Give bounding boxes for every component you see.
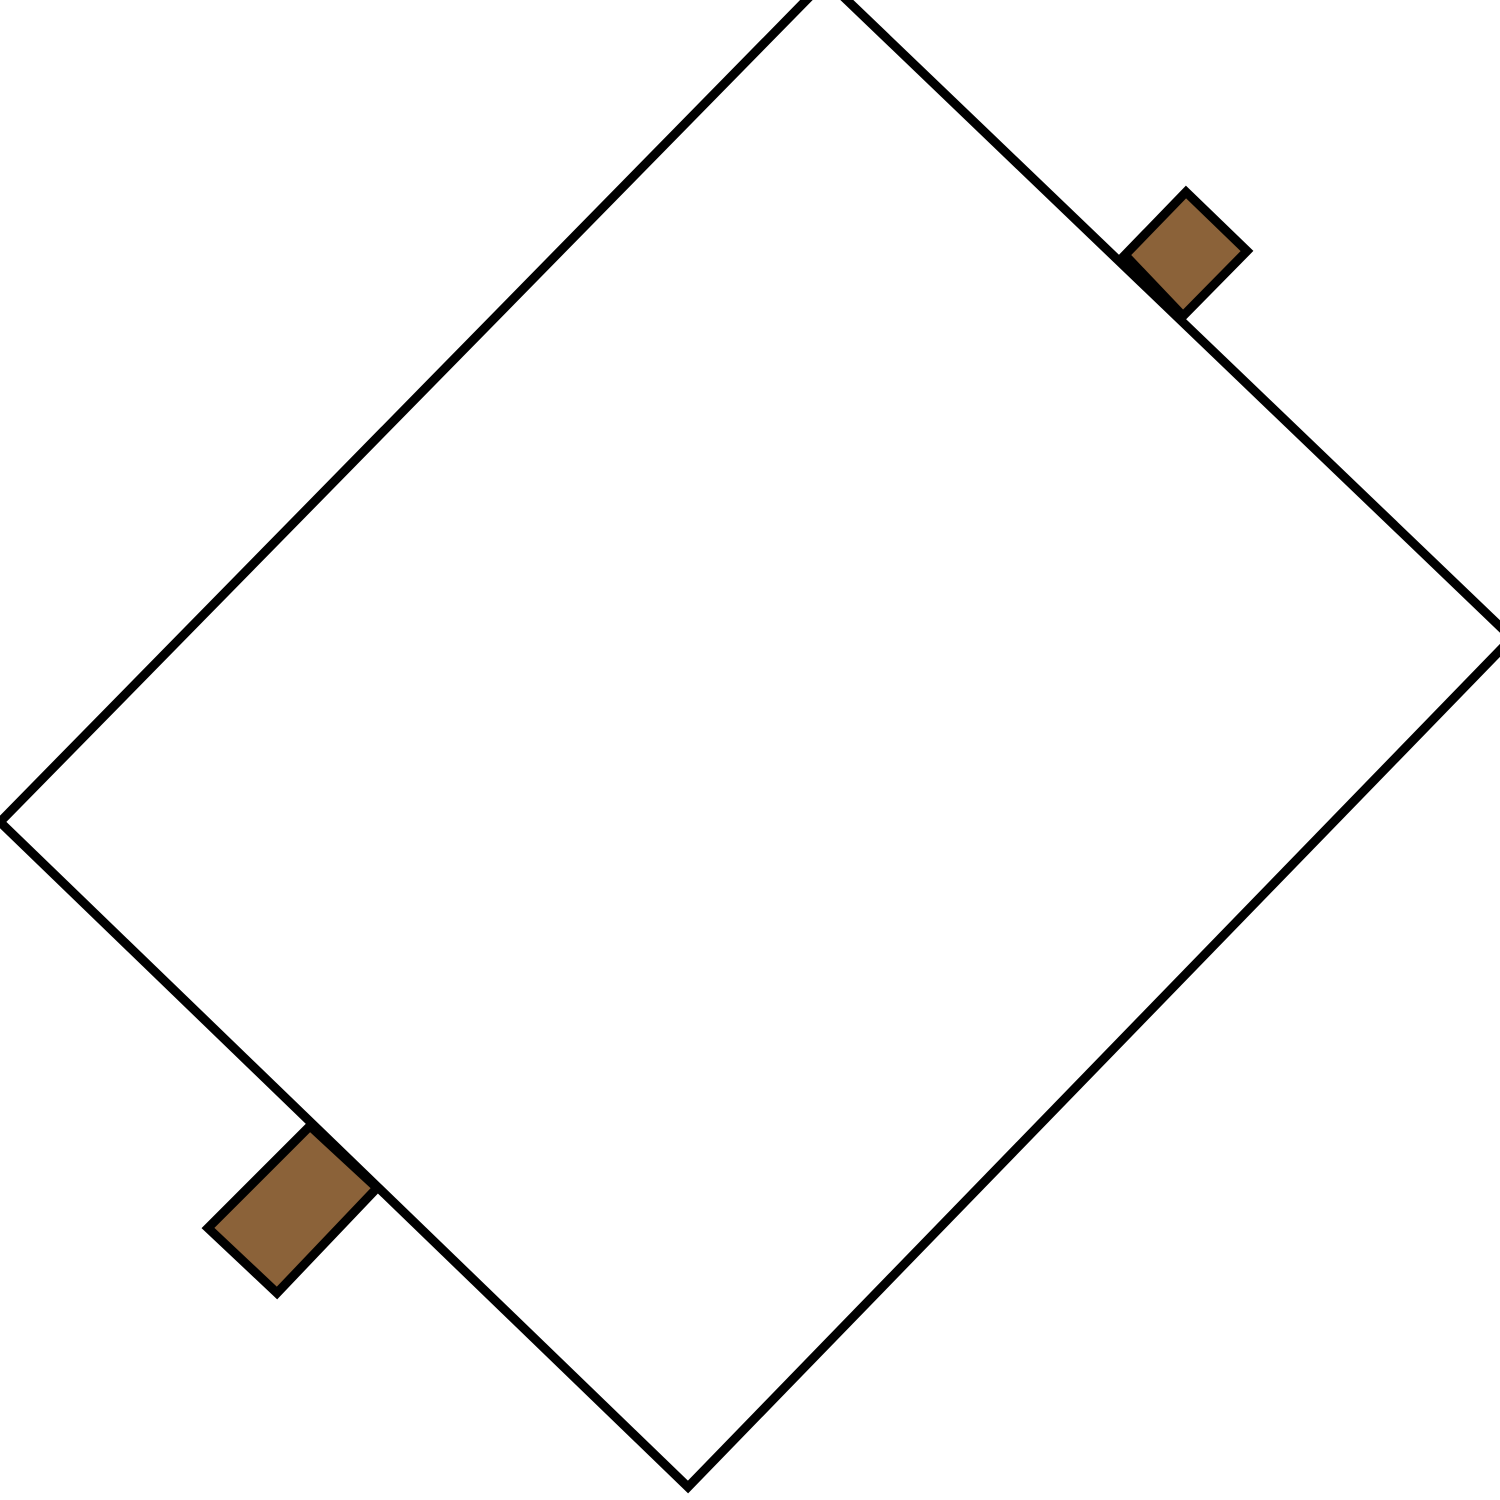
tab-bottom-left — [201, 1119, 384, 1300]
tab-top-right — [1118, 185, 1254, 323]
